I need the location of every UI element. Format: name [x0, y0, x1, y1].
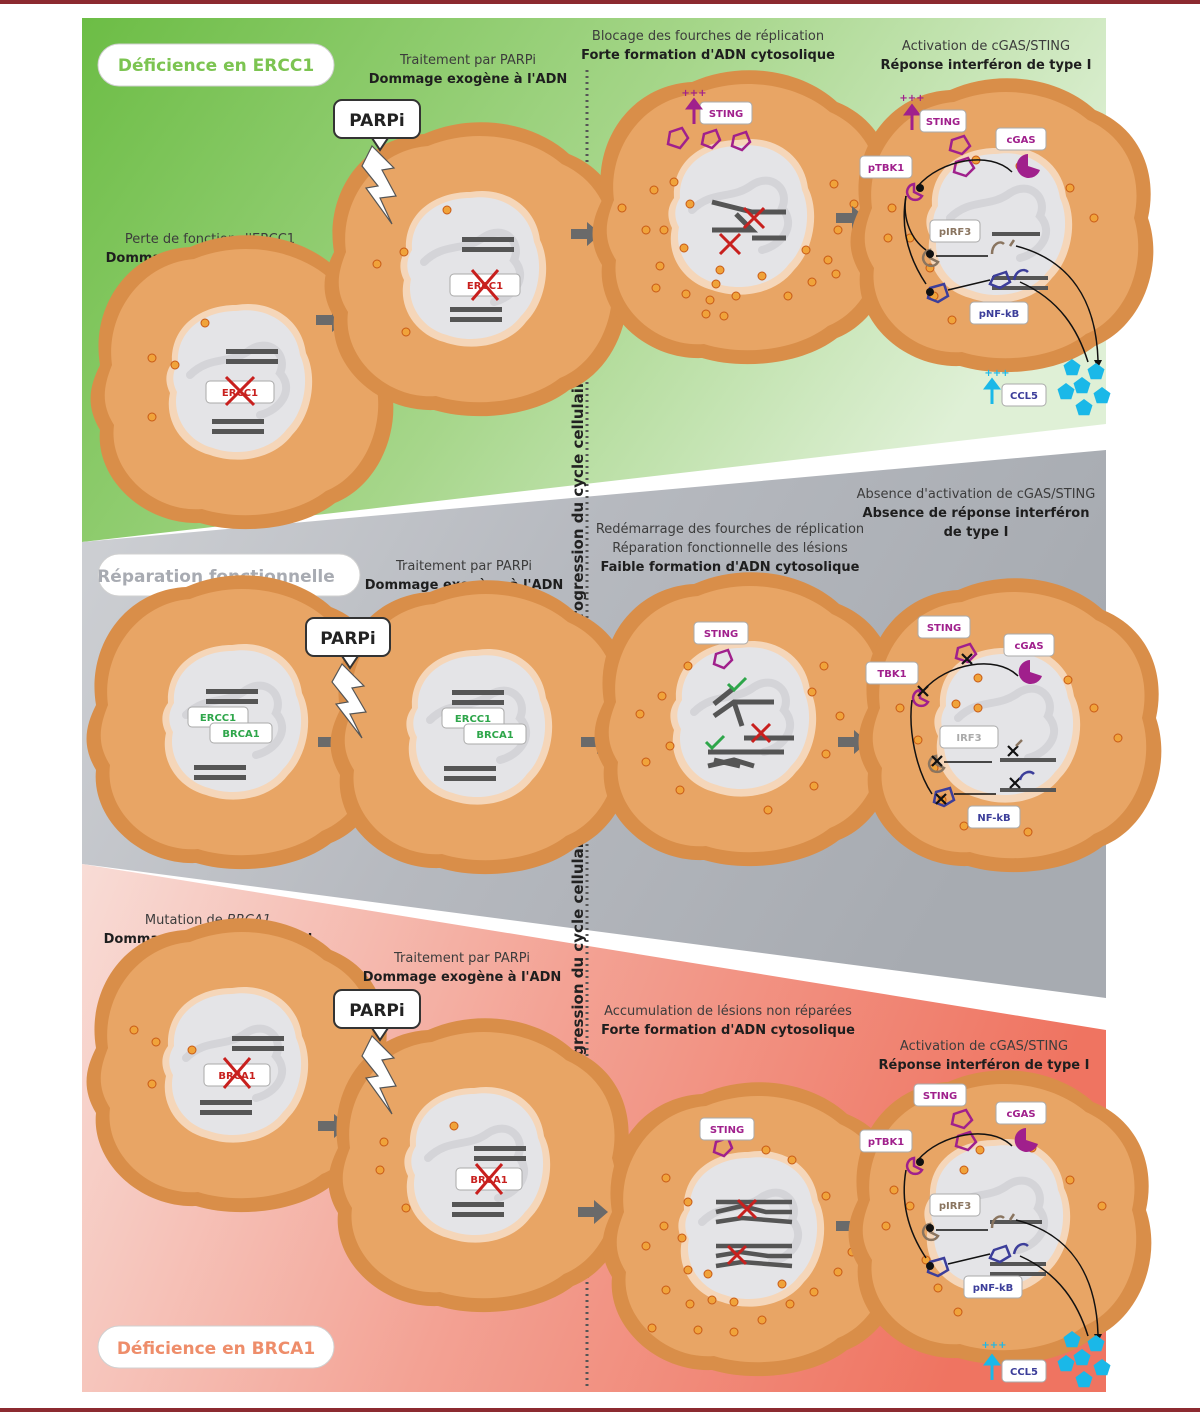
brca1-cell-3 — [603, 1082, 906, 1376]
repair-cell2-caption: Traitement par PARPi — [395, 559, 532, 574]
ercc1-sting-plus: +++ — [681, 88, 706, 99]
brca1-cell-4 — [849, 1070, 1152, 1364]
ercc1-drug-label: PARPi — [349, 111, 404, 131]
brca1-pirf3-label: pIRF3 — [939, 1201, 971, 1212]
repair-irf3-label: IRF3 — [956, 733, 981, 744]
brca1-drug-label: PARPi — [349, 1001, 404, 1021]
ercc1-cell4-caption: Activation de cGAS/STING — [902, 39, 1070, 54]
brca1-sting-label: STING — [710, 1125, 744, 1136]
repair-sting-label: STING — [704, 629, 738, 640]
ercc1-cell4-caption-bold: Réponse interféron de type I — [881, 58, 1092, 73]
bottom-rule — [0, 1408, 1200, 1412]
section-title-ercc1: Déficience en ERCC1 — [118, 56, 314, 76]
repair-cell4-caption-bold-1: Absence de réponse interféron — [863, 506, 1090, 521]
ercc1-cell2-caption: Traitement par PARPi — [399, 53, 536, 68]
repair-p-sting-label: STING — [927, 623, 961, 634]
cgas-icon — [1014, 1128, 1038, 1152]
ercc1-ptbk1-label: pTBK1 — [868, 163, 904, 174]
brca1-lightning-icon — [361, 1034, 397, 1115]
up-arrow-icon — [903, 103, 921, 130]
ercc1-pnfkb-label: pNF-kB — [979, 309, 1019, 320]
ercc1-pirf3-label: pIRF3 — [939, 227, 971, 238]
repair-cell1-gene-b: BRCA1 — [222, 729, 259, 740]
ercc1-parpi-callout: PARPi — [333, 99, 421, 225]
ercc1-cell3-caption-bold: Forte formation d'ADN cytosolique — [581, 48, 835, 63]
up-arrow-icon — [685, 97, 703, 124]
repair-cell2-gene-a: ERCC1 — [455, 714, 491, 725]
brca1-cell1-gene: BRCA1 — [218, 1071, 255, 1082]
repair-cell-4 — [859, 578, 1162, 872]
ercc1-cell-3 — [593, 70, 896, 364]
brca1-cell4-caption-bold: Réponse interféron de type I — [879, 1058, 1090, 1073]
ercc1-cgas-label: cGAS — [1006, 135, 1035, 146]
brca1-cell-2: BRCA1 — [329, 1018, 632, 1312]
brca1-cell3-caption-bold: Forte formation d'ADN cytosolique — [601, 1023, 855, 1038]
ercc1-sting-badge: STING +++ — [681, 88, 753, 125]
repair-lightning-icon — [331, 663, 367, 739]
repair-nfkb-label: NF-kB — [977, 813, 1010, 824]
repair-parpi-callout: PARPi — [305, 617, 391, 739]
ercc1-p-sting-label: STING — [926, 117, 960, 128]
ercc1-pathway: +++ STING cGAS pTBK1 pIRF3 — [859, 93, 1111, 416]
repair-cell4-caption-bold-2: de type I — [944, 525, 1009, 540]
title-pill-brca1 — [97, 1325, 335, 1369]
up-arrow-icon — [983, 1353, 1001, 1380]
repair-cell-2: ERCC1 BRCA1 — [331, 580, 634, 874]
up-arrow-icon — [983, 377, 1001, 404]
repair-cell3-caption-1: Redémarrage des fourches de réplication — [596, 522, 864, 537]
cgas-icon — [1016, 154, 1040, 178]
brca1-cell4-caption: Activation de cGAS/STING — [900, 1039, 1068, 1054]
repair-cell1-gene-a: ERCC1 — [200, 713, 236, 724]
brca1-cgas-label: cGAS — [1006, 1109, 1035, 1120]
axis-label-bottom: Progression du cycle cellulaire — [569, 826, 587, 1085]
ercc1-cell2-caption-bold: Dommage exogène à l'ADN — [369, 72, 568, 87]
ercc1-ccl5-label: CCL5 — [1010, 391, 1038, 402]
tbk1-icon — [905, 182, 924, 202]
cgas-icon — [1018, 660, 1042, 684]
brca1-ccl5-label: CCL5 — [1010, 1367, 1038, 1378]
brca1-cell-1: BRCA1 — [87, 918, 390, 1212]
ercc1-lightning-icon — [361, 144, 397, 225]
section-brca1: Déficience en BRCA1 Mutation de BRCA1 Do… — [87, 913, 1152, 1388]
brca1-cell2-caption: Traitement par PARPi — [393, 951, 530, 966]
brca1-cell2-caption-bold: Dommage exogène à l'ADN — [363, 970, 562, 985]
brca1-cell3-caption: Accumulation de lésions non réparées — [604, 1004, 852, 1019]
repair-tbk1-label: TBK1 — [877, 669, 906, 680]
ercc1-cell1-gene: ERCC1 — [222, 388, 258, 399]
brca1-pnfkb-label: pNF-kB — [973, 1283, 1013, 1294]
repair-cell3-caption-bold: Faible formation d'ADN cytosolique — [601, 560, 860, 575]
ercc1-ccl5-plus: +++ — [984, 368, 1009, 379]
ercc1-p-sting-plus: +++ — [899, 93, 924, 104]
repair-cell4-caption: Absence d'activation de cGAS/STING — [857, 487, 1096, 502]
ercc1-cell-4 — [851, 78, 1154, 372]
repair-cell-1: ERCC1 BRCA1 — [87, 575, 390, 869]
brca1-pathway: STING cGAS pTBK1 pIRF3 pNF-kB — [859, 1083, 1111, 1388]
repair-drug-label: PARPi — [320, 629, 375, 649]
brca1-ccl5-plus: +++ — [981, 1340, 1006, 1351]
brca1-parpi-callout: PARPi — [333, 989, 421, 1115]
brca1-ptbk1-label: pTBK1 — [868, 1137, 904, 1148]
brca1-sting-badge: STING — [699, 1117, 755, 1141]
repair-cell2-gene-b: BRCA1 — [476, 730, 513, 741]
ercc1-cell-1: ERCC1 — [91, 235, 394, 529]
ercc1-sting-label: STING — [709, 109, 743, 120]
repair-cell3-caption-2: Réparation fonctionnelle des lésions — [612, 541, 848, 556]
repair-cgas-label: cGAS — [1014, 641, 1043, 652]
title-pill-ercc1 — [97, 43, 335, 87]
section-repair: Réparation fonctionnelle ERCC1 BRCA1 Tra… — [87, 487, 1162, 874]
axis-label-top: Progression du cycle cellulaire — [569, 371, 587, 630]
repair-sting-badge: STING — [693, 621, 749, 645]
ercc1-cell-2: ERCC1 — [325, 122, 628, 416]
repair-cell-3 — [595, 572, 898, 866]
section-title-brca1: Déficience en BRCA1 — [117, 1339, 315, 1359]
brca1-p-sting-label: STING — [923, 1091, 957, 1102]
repair-pathway: STING cGAS TBK1 IRF3 NF-kB — [865, 615, 1055, 829]
section-ercc1: Déficience en ERCC1 Perte de fonction d'… — [91, 29, 1154, 529]
ercc1-cell3-caption: Blocage des fourches de réplication — [592, 29, 824, 44]
top-rule — [0, 0, 1200, 4]
